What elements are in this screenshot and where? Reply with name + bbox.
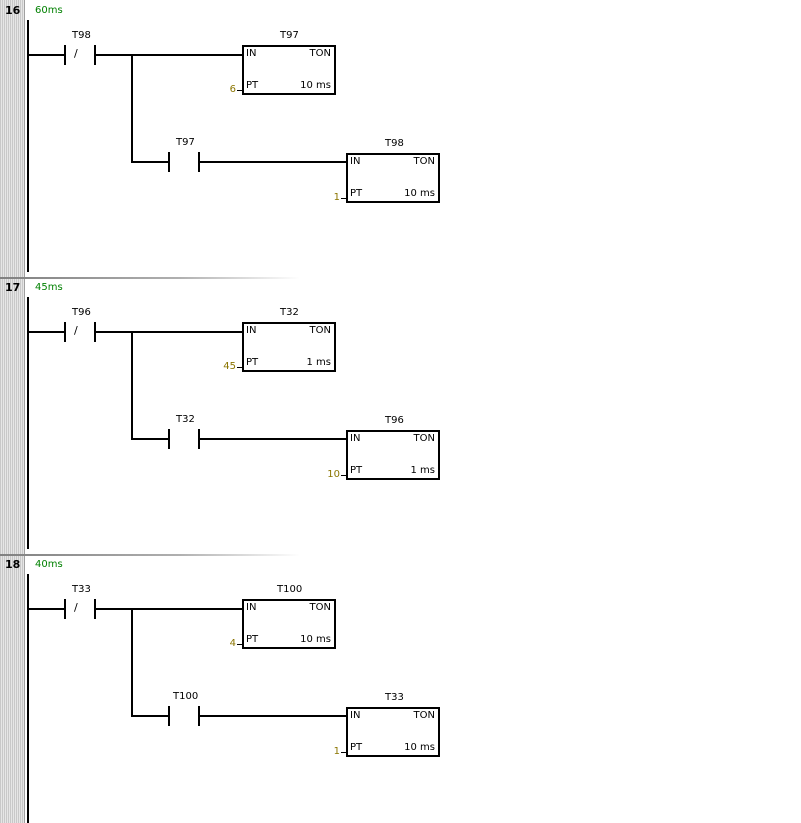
timer-box[interactable]: IN TON PT 1 ms (346, 430, 440, 480)
pt-tick (237, 90, 242, 91)
branch-wire (131, 331, 133, 439)
rung-wire (29, 608, 64, 610)
timer-pt-label: PT (246, 357, 259, 368)
timer-in-label: IN (246, 602, 257, 613)
branch-wire (200, 715, 346, 717)
timer-preset[interactable]: 6 (229, 84, 236, 95)
timer-preset[interactable]: 1 (333, 746, 340, 757)
timer-name[interactable]: T97 (280, 30, 299, 41)
timer-in-label: IN (246, 48, 257, 59)
timer-type-label: TON (413, 710, 435, 721)
timer-pt-label: PT (246, 634, 259, 645)
branch-wire (131, 715, 168, 717)
timer-base-label: 10 ms (300, 634, 331, 645)
network-number: 16 (5, 4, 21, 17)
branch-wire (131, 161, 168, 163)
network-17[interactable]: 17 45ms / T96 T32 IN TON PT 1 ms 45 T32 … (0, 277, 801, 554)
rung-wire (96, 331, 242, 333)
timer-base-label: 10 ms (404, 742, 435, 753)
network-comment: 40ms (35, 559, 63, 570)
timer-pt-label: PT (246, 80, 259, 91)
timer-in-label: IN (350, 433, 361, 444)
timer-box[interactable]: IN TON PT 10 ms (346, 707, 440, 757)
contact-symbol: / (74, 601, 78, 614)
contact-operand[interactable]: T33 (72, 584, 91, 595)
timer-name[interactable]: T96 (385, 415, 404, 426)
network-18[interactable]: 18 40ms / T33 T100 IN TON PT 10 ms 4 T10… (0, 554, 801, 823)
left-gutter (0, 0, 24, 823)
power-rail (27, 297, 29, 549)
timer-type-label: TON (309, 325, 331, 336)
contact-operand[interactable]: T97 (176, 137, 195, 148)
timer-base-label: 1 ms (410, 465, 436, 476)
pt-tick (237, 644, 242, 645)
contact-normally-open[interactable] (168, 152, 202, 172)
timer-in-label: IN (350, 156, 361, 167)
timer-box[interactable]: IN TON PT 10 ms (242, 599, 336, 649)
timer-name[interactable]: T98 (385, 138, 404, 149)
network-divider (0, 277, 300, 279)
timer-type-label: TON (309, 48, 331, 59)
timer-name[interactable]: T33 (385, 692, 404, 703)
timer-type-label: TON (309, 602, 331, 613)
timer-preset[interactable]: 10 (327, 469, 340, 480)
timer-name[interactable]: T32 (280, 307, 299, 318)
timer-pt-label: PT (350, 465, 363, 476)
network-16[interactable]: 16 60ms / T98 T97 IN TON PT 10 ms 6 T97 … (0, 0, 801, 277)
network-number: 17 (5, 281, 21, 294)
timer-preset[interactable]: 4 (229, 638, 236, 649)
timer-base-label: 10 ms (300, 80, 331, 91)
branch-wire (131, 54, 133, 162)
timer-pt-label: PT (350, 742, 363, 753)
rung-wire (29, 331, 64, 333)
contact-symbol: / (74, 47, 78, 60)
contact-normally-closed[interactable]: / (64, 45, 98, 65)
contact-symbol: / (74, 324, 78, 337)
branch-wire (131, 608, 133, 716)
power-rail (27, 20, 29, 272)
branch-wire (200, 438, 346, 440)
timer-pt-label: PT (350, 188, 363, 199)
timer-box[interactable]: IN TON PT 10 ms (242, 45, 336, 95)
gutter-edge (24, 0, 25, 823)
contact-operand[interactable]: T100 (173, 691, 199, 702)
contact-operand[interactable]: T96 (72, 307, 91, 318)
pt-tick (341, 198, 346, 199)
timer-box[interactable]: IN TON PT 10 ms (346, 153, 440, 203)
contact-normally-open[interactable] (168, 706, 202, 726)
pt-tick (341, 475, 346, 476)
timer-preset[interactable]: 1 (333, 192, 340, 203)
rung-wire (96, 54, 242, 56)
branch-wire (200, 161, 346, 163)
branch-wire (131, 438, 168, 440)
contact-normally-closed[interactable]: / (64, 599, 98, 619)
power-rail (27, 574, 29, 823)
network-comment: 60ms (35, 5, 63, 16)
contact-operand[interactable]: T32 (176, 414, 195, 425)
timer-type-label: TON (413, 156, 435, 167)
timer-in-label: IN (246, 325, 257, 336)
timer-type-label: TON (413, 433, 435, 444)
timer-name[interactable]: T100 (277, 584, 303, 595)
timer-base-label: 1 ms (306, 357, 332, 368)
contact-normally-closed[interactable]: / (64, 322, 98, 342)
network-comment: 45ms (35, 282, 63, 293)
rung-wire (96, 608, 242, 610)
timer-in-label: IN (350, 710, 361, 721)
timer-preset[interactable]: 45 (223, 361, 236, 372)
pt-tick (341, 752, 346, 753)
rung-wire (29, 54, 64, 56)
contact-operand[interactable]: T98 (72, 30, 91, 41)
timer-base-label: 10 ms (404, 188, 435, 199)
pt-tick (237, 367, 242, 368)
network-number: 18 (5, 558, 21, 571)
timer-box[interactable]: IN TON PT 1 ms (242, 322, 336, 372)
contact-normally-open[interactable] (168, 429, 202, 449)
network-divider (0, 554, 300, 556)
